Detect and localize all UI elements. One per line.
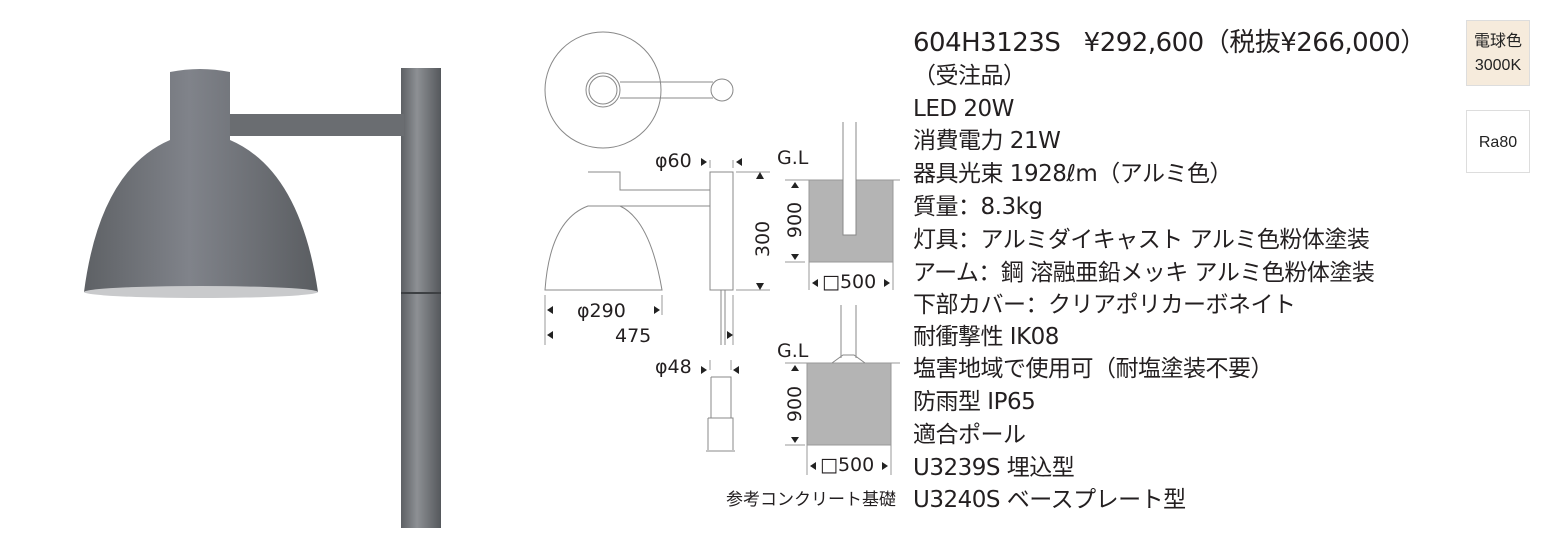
spec-line: U3240S ベースプレート型 xyxy=(913,487,1186,513)
spec-line: 下部カバー：クリアポリカーボネイト xyxy=(913,292,1296,318)
pole xyxy=(401,68,441,528)
dim-300: 300 xyxy=(752,220,775,258)
diagram-caption: 参考コンクリート基礎 xyxy=(726,490,896,510)
dim-phi60: φ60 xyxy=(655,150,692,172)
gl-label-1: G.L xyxy=(777,147,809,169)
model-number: 604H3123S xyxy=(913,28,1061,58)
spec-line: 塩害地域で使用可（耐塩塗装不要） xyxy=(913,356,1274,382)
spec-line: アーム：鋼 溶融亜鉛メッキ アルミ色粉体塗装 xyxy=(913,260,1375,286)
spec-line: （受注品） xyxy=(913,63,1026,89)
spec-line: 防雨型 IP65 xyxy=(913,389,1036,415)
price: ¥292,600 xyxy=(1083,28,1205,58)
product-photo xyxy=(84,68,441,528)
spec-line: 器具光束 1928ℓm（アルミ色） xyxy=(913,161,1233,187)
product-title: 604H3123S ¥292,600（税抜¥266,000） xyxy=(913,22,1426,59)
gl-label-2: G.L xyxy=(777,340,809,362)
arm xyxy=(226,114,404,136)
price-excl-tax: （税抜¥266,000） xyxy=(1203,28,1427,58)
concrete-foundation-baseplate xyxy=(806,362,892,446)
spec-line: 適合ポール xyxy=(913,422,1026,448)
spec-line: LED 20W xyxy=(913,96,1014,122)
spec-line: 質量：8.3kg xyxy=(913,194,1043,220)
cri-badge: Ra80 xyxy=(1466,110,1530,173)
color-temp-value: 3000K xyxy=(1474,57,1522,74)
spec-line: 灯具：アルミダイキャスト アルミ色粉体塗装 xyxy=(913,227,1370,253)
dim-475: 475 xyxy=(615,325,652,347)
dim-width-2: □500 xyxy=(820,454,875,476)
dim-phi48: φ48 xyxy=(655,356,692,378)
spec-line: 消費電力 21W xyxy=(913,128,1061,154)
color-temp-name: 電球色 xyxy=(1473,33,1522,50)
spec-line: U3239S 埋込型 xyxy=(913,455,1075,481)
dim-phi290: φ290 xyxy=(577,300,626,322)
spec-line: 耐衝撃性 IK08 xyxy=(913,324,1059,350)
lamp-shade xyxy=(84,69,318,292)
color-temp-badge: 電球色 3000K xyxy=(1466,20,1530,86)
dim-depth-1: 900 xyxy=(784,201,807,239)
dim-depth-2: 900 xyxy=(784,385,807,423)
dim-width-1: □500 xyxy=(822,271,877,293)
